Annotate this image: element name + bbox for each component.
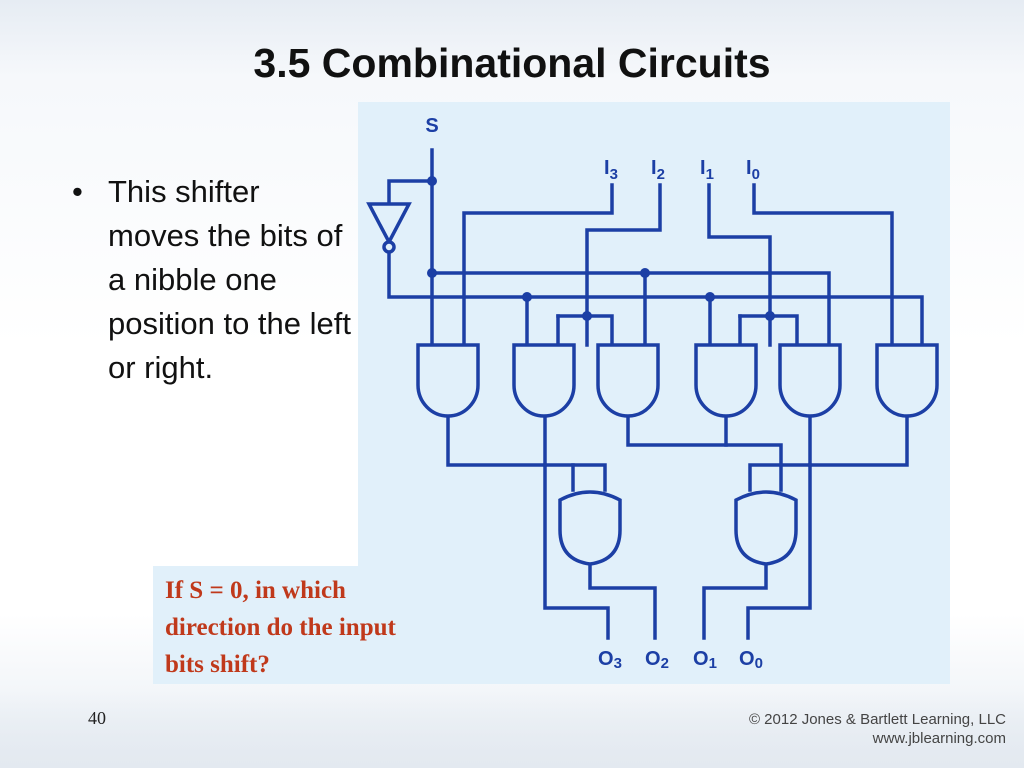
header-band <box>0 0 1024 110</box>
input-label-i3: I3 <box>604 157 618 183</box>
input-label-i2: I2 <box>651 157 665 183</box>
bullet-list: • This shifter moves the bits of a nibbl… <box>72 170 352 390</box>
inverter-gate <box>366 202 412 246</box>
bullet-text: This shifter moves the bits of a nibble … <box>108 174 351 385</box>
logic-gates <box>366 202 939 566</box>
junction-dot <box>705 292 715 302</box>
publisher-url: www.jblearning.com <box>872 730 1006 747</box>
input-label-i1: I1 <box>700 157 714 183</box>
junction-dot <box>640 268 650 278</box>
and-gate-3 <box>596 343 660 418</box>
and-gate-4 <box>694 343 758 418</box>
circuit-wires <box>387 148 924 640</box>
and-gate-6 <box>875 343 939 418</box>
shifter-diagram: S I3 I2 I1 I0 O3 O2 O1 O0 <box>358 102 950 684</box>
output-label-o3: O3 <box>598 648 622 672</box>
circuit-labels: S I3 I2 I1 I0 O3 O2 O1 O0 <box>425 115 763 672</box>
select-label: S <box>425 115 438 137</box>
and-gate-2 <box>512 343 576 418</box>
junction-dot <box>765 311 775 321</box>
junction-dot <box>427 268 437 278</box>
question-callout: If S = 0, in which direction do the inpu… <box>153 566 409 684</box>
junction-dot <box>582 311 592 321</box>
or-gate-left <box>558 490 622 566</box>
junction-dot <box>427 176 437 186</box>
input-label-i0: I0 <box>746 157 760 183</box>
page-number: 40 <box>88 708 106 728</box>
junction-dot <box>522 292 532 302</box>
footer-band <box>0 690 1024 768</box>
or-gate-right <box>734 490 798 566</box>
bullet-item: • This shifter moves the bits of a nibbl… <box>72 170 352 390</box>
inverter-bubble <box>382 240 396 254</box>
copyright-line: © 2012 Jones & Bartlett Learning, LLC <box>748 711 1006 728</box>
and-gate-5 <box>778 343 842 418</box>
slide-title: 3.5 Combinational Circuits <box>253 40 771 86</box>
output-label-o1: O1 <box>693 648 717 672</box>
output-label-o0: O0 <box>739 648 763 672</box>
bullet-marker: • <box>72 174 83 209</box>
and-gate-1 <box>416 343 480 418</box>
wire-junctions <box>427 176 775 321</box>
shifter-circuit-svg: S I3 I2 I1 I0 O3 O2 O1 O0 <box>366 115 939 672</box>
output-label-o2: O2 <box>645 648 669 672</box>
copyright-notice: © 2012 Jones & Bartlett Learning, LLC ww… <box>749 710 1006 748</box>
